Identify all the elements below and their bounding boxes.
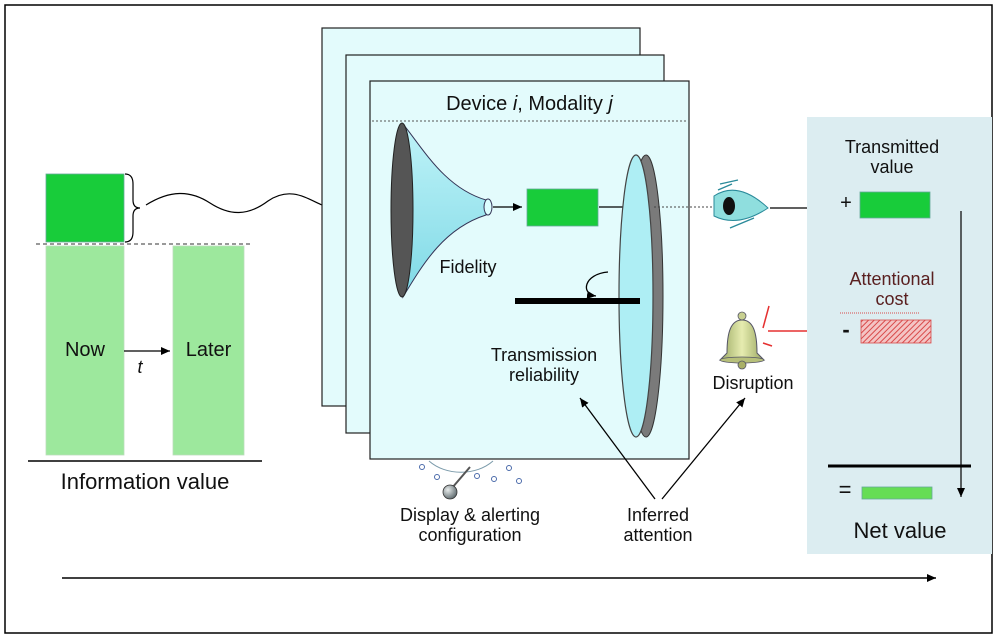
funnel-mouth — [390, 122, 414, 298]
brace — [124, 173, 141, 243]
now-bright-segment — [45, 173, 125, 243]
later-label: Later — [185, 339, 232, 361]
reliability-line-1: Transmission — [490, 345, 598, 365]
attentional-cost-label: Attentional cost — [812, 269, 972, 309]
cost-line-2: cost — [875, 289, 909, 310]
inferred-attention-label: Inferred attention — [598, 505, 718, 545]
now-label: Now — [64, 339, 105, 361]
transmitted-value-label: Transmitted value — [812, 137, 972, 177]
display-config-line-2: configuration — [418, 525, 522, 546]
cost-line-1: Attentional — [849, 269, 935, 289]
information-value-caption: Information value — [60, 469, 230, 494]
eye-icon — [713, 179, 769, 229]
attention-to-disruption-arrow — [661, 397, 746, 500]
rotation-arrow — [585, 271, 609, 299]
reliability-line-2: reliability — [508, 365, 580, 386]
device-title-prefix: Device — [446, 93, 513, 115]
reliability-disc — [618, 154, 654, 438]
transmitted-line-1: Transmitted — [844, 137, 940, 157]
equals-sign: = — [838, 477, 852, 502]
plus-sign: + — [840, 192, 852, 214]
later-bar — [172, 245, 245, 456]
bell-icon — [718, 311, 766, 370]
time-symbol: t — [137, 357, 143, 377]
attention-to-reliability-arrow — [579, 397, 656, 500]
fidelity-label: Fidelity — [439, 257, 497, 277]
transmitted-line-2: value — [870, 157, 914, 178]
fidelity-funnel — [402, 122, 487, 299]
signal-box — [526, 188, 599, 227]
minus-sign: - — [842, 317, 850, 342]
display-config-line-1: Display & alerting — [399, 505, 541, 525]
display-config-label: Display & alerting configuration — [372, 505, 568, 545]
device-title-mid: , Modality — [517, 93, 609, 115]
attentional-cost-box — [860, 319, 932, 344]
now-bar — [45, 245, 125, 456]
transmitted-value-box — [859, 191, 931, 219]
disruption-label: Disruption — [712, 373, 794, 393]
device-title: Device i, Modality j — [370, 93, 689, 115]
funnel-spout — [483, 198, 493, 216]
modality-index: j — [608, 93, 613, 115]
inferred-line-1: Inferred — [626, 505, 690, 525]
net-value-label: Net value — [853, 518, 947, 543]
net-value-box — [861, 486, 933, 500]
reliability-label: Transmission reliability — [464, 345, 624, 385]
configuration-knob-icon — [419, 460, 522, 500]
device-index: i — [512, 93, 518, 115]
inferred-line-2: attention — [623, 525, 693, 546]
